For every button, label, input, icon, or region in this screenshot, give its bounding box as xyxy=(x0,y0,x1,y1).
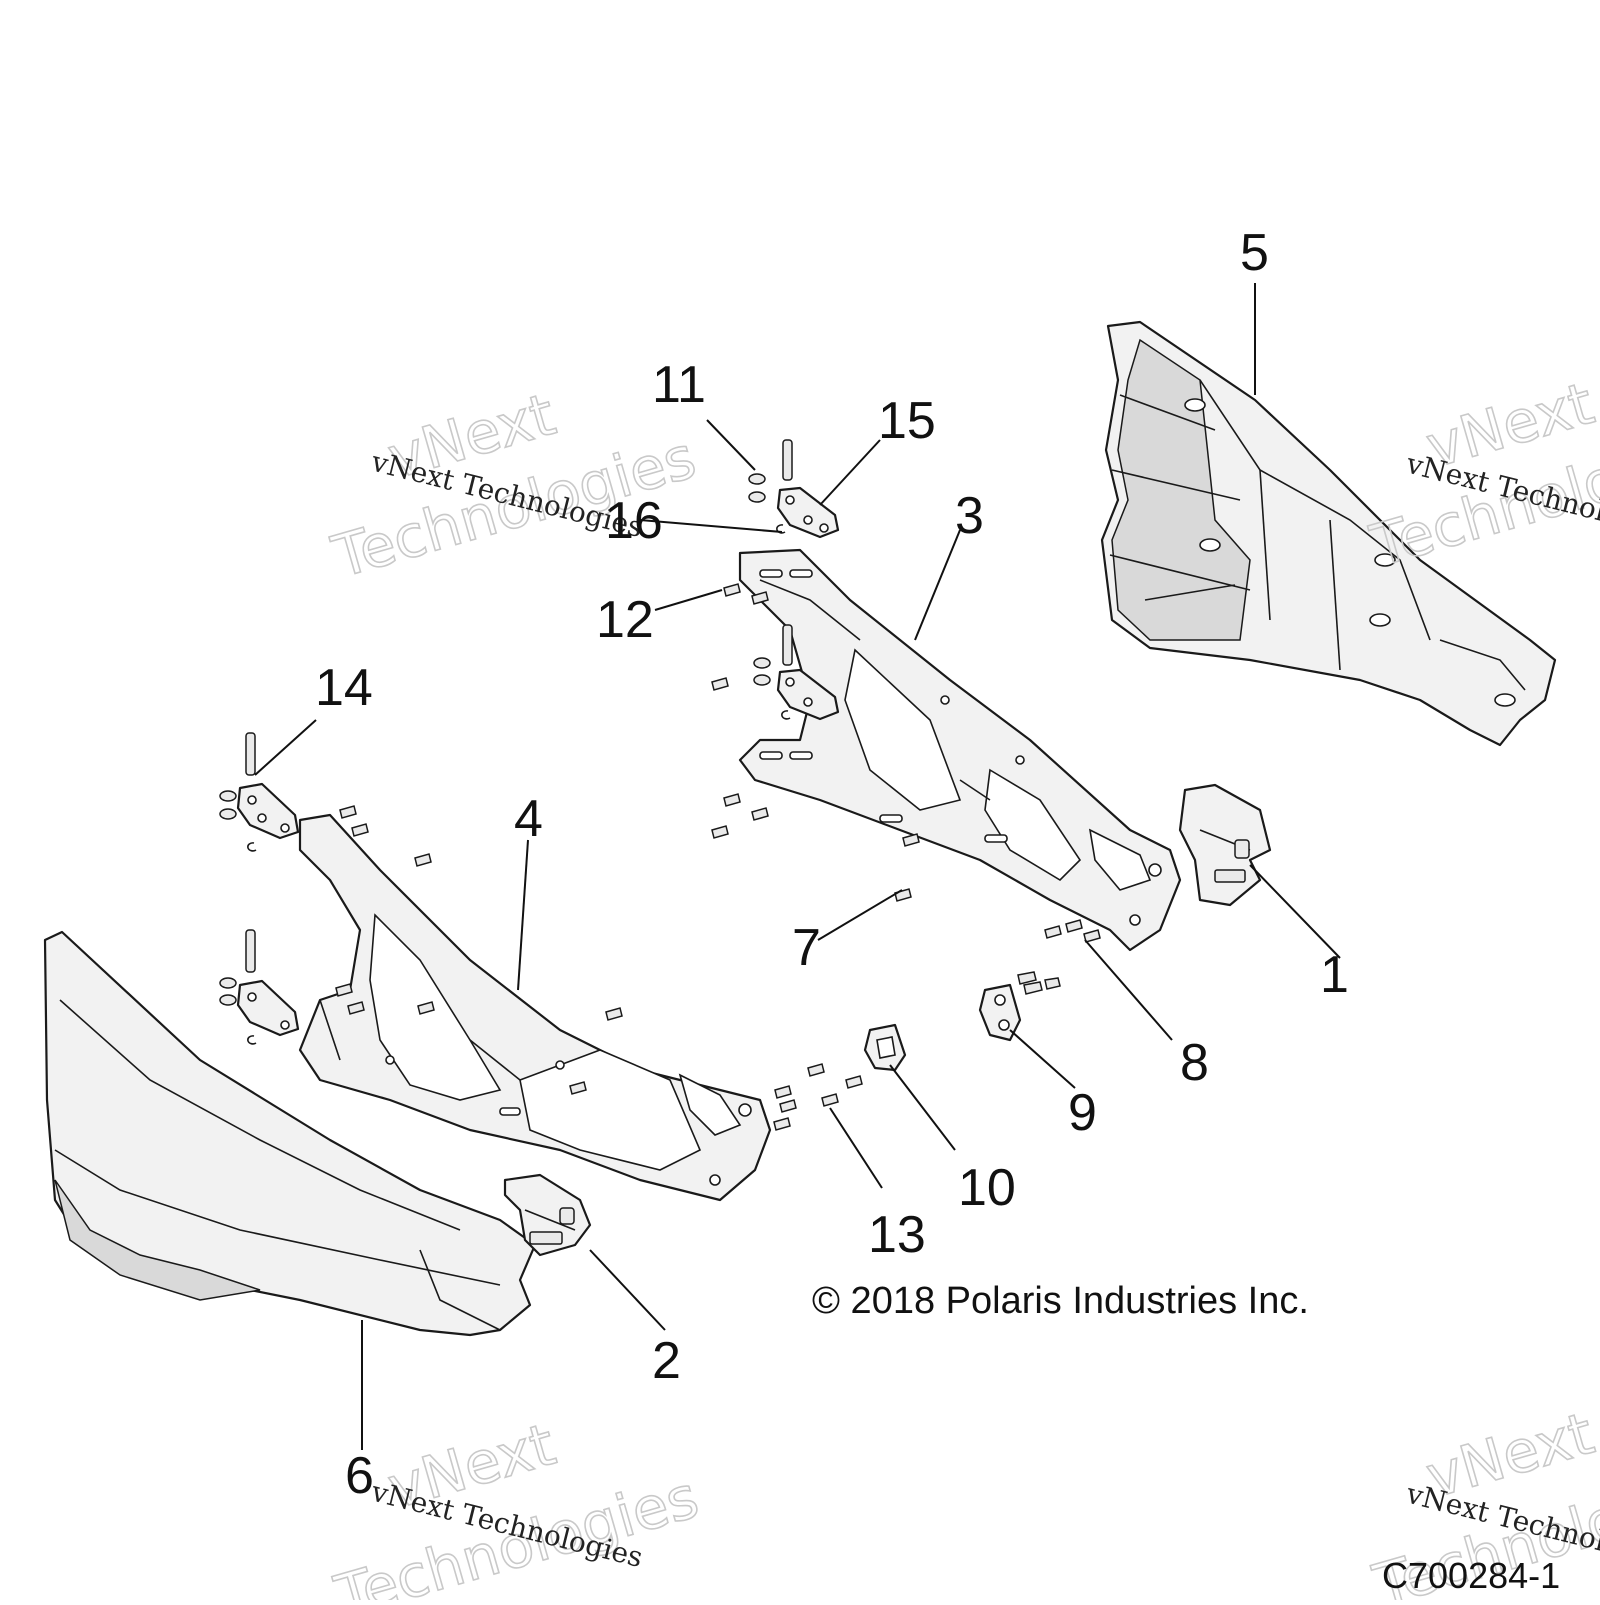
callout-2[interactable]: 2 xyxy=(652,1332,681,1390)
screw-icon xyxy=(711,825,729,839)
callout-13[interactable]: 13 xyxy=(868,1206,926,1264)
callout-4[interactable]: 4 xyxy=(514,790,543,848)
screw-icon xyxy=(821,1093,839,1107)
callout-12[interactable]: 12 xyxy=(596,591,654,649)
callout-7[interactable]: 7 xyxy=(792,919,821,977)
callout-3[interactable]: 3 xyxy=(955,487,984,545)
screw-icon xyxy=(902,833,920,847)
screw-icon xyxy=(751,807,769,821)
callout-10[interactable]: 10 xyxy=(958,1159,1016,1217)
clip-icon xyxy=(776,524,786,534)
screw-icon xyxy=(1083,929,1101,943)
fasteners xyxy=(247,524,1101,1131)
leader-lines xyxy=(254,283,1341,1450)
screw-icon xyxy=(1065,919,1083,933)
copyright-notice: © 2018 Polaris Industries Inc. xyxy=(812,1280,1309,1322)
part-5-rear-door-panel[interactable] xyxy=(1100,320,1557,747)
callout-5[interactable]: 5 xyxy=(1240,224,1269,282)
callout-15[interactable]: 15 xyxy=(878,392,936,450)
screw-icon xyxy=(711,677,729,691)
callout-16[interactable]: 16 xyxy=(605,492,663,550)
drawing-number: C700284-1 xyxy=(1382,1555,1560,1596)
clip-icon xyxy=(247,1035,257,1045)
screw-icon xyxy=(347,1001,365,1015)
callout-8[interactable]: 8 xyxy=(1180,1034,1209,1092)
part-3-rear-door-frame[interactable] xyxy=(738,548,1182,952)
part-6-front-door-panel[interactable] xyxy=(43,930,537,1337)
part-14-hinge-bracket-upper[interactable] xyxy=(219,732,300,840)
callout-11[interactable]: 11 xyxy=(652,356,706,414)
part-2-front-latch[interactable] xyxy=(503,1173,592,1257)
screw-icon xyxy=(774,1085,792,1099)
screw-icon xyxy=(894,888,912,902)
screw-icon xyxy=(807,1063,825,1077)
screw-icon xyxy=(605,1007,623,1021)
callout-14[interactable]: 14 xyxy=(315,659,373,717)
screw-icon xyxy=(723,583,741,597)
part-10-striker[interactable] xyxy=(863,1023,907,1072)
screw-icon xyxy=(335,983,353,997)
screw-icon xyxy=(414,853,432,867)
screw-icon xyxy=(751,591,769,605)
watermark-upper-left: vNext Technologies xyxy=(324,379,703,592)
screw-icon xyxy=(339,805,357,819)
part-15-hinge-bracket-lower[interactable] xyxy=(753,624,840,721)
callout-6[interactable]: 6 xyxy=(345,1447,374,1505)
screw-icon xyxy=(417,1001,435,1015)
callout-1[interactable]: 1 xyxy=(1320,946,1349,1004)
part-15-hinge-bracket-upper[interactable] xyxy=(748,439,840,539)
screw-icon xyxy=(779,1099,797,1113)
part-4-front-door-frame[interactable] xyxy=(298,813,772,1202)
part-9-striker-plate[interactable] xyxy=(978,971,1061,1042)
screw-icon xyxy=(723,793,741,807)
screw-icon xyxy=(569,1081,587,1095)
screw-icon xyxy=(773,1117,791,1131)
screw-icon xyxy=(351,823,369,837)
part-1-rear-latch[interactable] xyxy=(1178,783,1272,907)
screw-icon xyxy=(1044,925,1062,939)
clip-icon xyxy=(247,842,257,852)
watermark-upper-right: vNext Technologies xyxy=(1363,368,1600,581)
part-14-hinge-bracket-lower[interactable] xyxy=(219,929,300,1037)
callout-labels: 1 2 3 4 5 6 7 8 9 10 11 12 13 14 15 16 xyxy=(315,224,1349,1505)
clip-icon xyxy=(781,710,791,720)
screw-icon xyxy=(845,1075,863,1089)
callout-9[interactable]: 9 xyxy=(1068,1084,1097,1142)
